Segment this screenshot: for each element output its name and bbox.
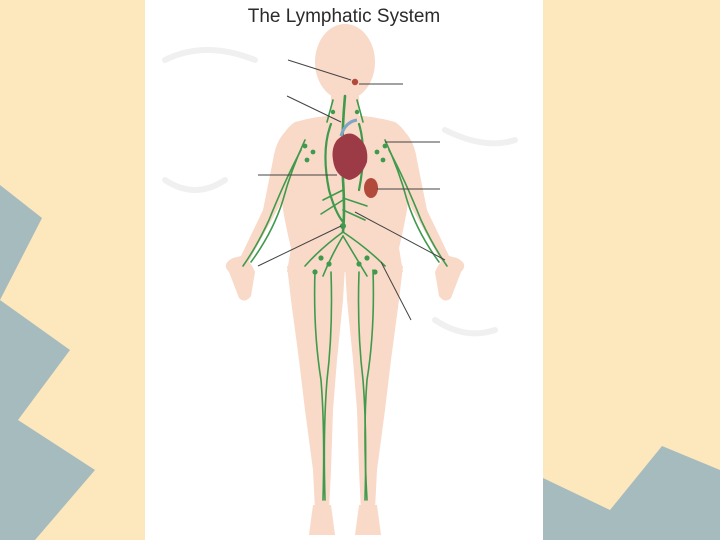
lymph-vessels-label-line bbox=[354, 211, 446, 261]
lymph-vessels bbox=[242, 94, 448, 501]
left-zigzag-shape bbox=[0, 185, 95, 540]
left-foot bbox=[309, 505, 335, 535]
watermark bbox=[162, 47, 518, 337]
leader-lines bbox=[257, 59, 446, 321]
tonsil bbox=[351, 78, 359, 86]
head bbox=[315, 24, 375, 100]
lymphatic-system-diagram bbox=[162, 24, 518, 535]
cisterna-chyli-label-line bbox=[257, 225, 342, 267]
right-foot bbox=[355, 505, 381, 535]
heart-vessel bbox=[339, 118, 358, 137]
right-arm bbox=[393, 124, 457, 272]
organs bbox=[332, 78, 378, 198]
right-hand bbox=[435, 256, 465, 301]
tonsils-label-line bbox=[287, 59, 352, 81]
lymph-nodes bbox=[302, 109, 388, 275]
right-corner-shape bbox=[543, 446, 720, 540]
diagram-title: The Lymphatic System bbox=[247, 6, 441, 27]
inguinal-nodes-label-line bbox=[380, 261, 412, 321]
left-leg bbox=[287, 266, 345, 510]
diagram-panel: The Lymphatic System bbox=[145, 0, 543, 540]
thymus-label-line bbox=[286, 95, 342, 123]
left-arm bbox=[233, 124, 297, 272]
heart bbox=[332, 133, 368, 180]
spleen bbox=[364, 178, 378, 198]
left-hand bbox=[225, 256, 255, 301]
